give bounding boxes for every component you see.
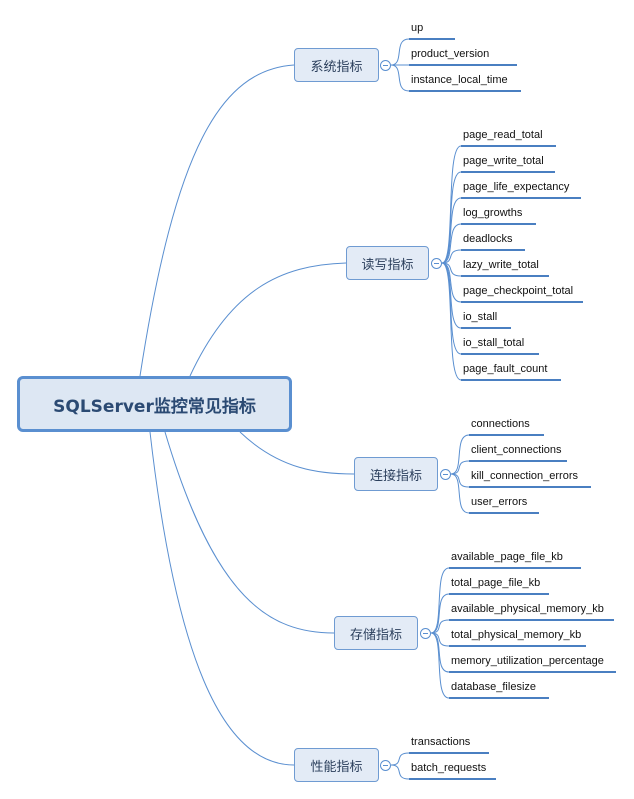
leaf-node[interactable]: total_physical_memory_kb: [449, 627, 586, 647]
leaf-link-storage: [430, 619, 450, 634]
leaf-node[interactable]: up: [409, 20, 455, 40]
root-link-read-write: [189, 262, 347, 377]
leaf-node[interactable]: batch_requests: [409, 760, 496, 780]
leaf-link-performance: [390, 764, 410, 780]
leaf-node[interactable]: available_page_file_kb: [449, 549, 581, 569]
leaf-link-read-write: [441, 145, 462, 264]
collapse-toggle-icon[interactable]: [380, 760, 391, 771]
collapse-toggle-icon[interactable]: [380, 60, 391, 71]
category-storage-metrics[interactable]: 存储指标: [334, 616, 418, 650]
root-link-storage: [164, 431, 335, 634]
leaf-link-read-write: [441, 262, 462, 303]
leaf-link-system: [390, 38, 410, 66]
leaf-node[interactable]: lazy_write_total: [461, 257, 549, 277]
leaf-link-storage: [430, 632, 450, 673]
leaf-link-connection: [450, 434, 470, 475]
leaf-node[interactable]: total_page_file_kb: [449, 575, 549, 595]
leaf-link-storage: [430, 593, 450, 634]
root-link-performance: [149, 431, 295, 766]
leaf-node[interactable]: transactions: [409, 734, 489, 754]
leaf-node[interactable]: page_checkpoint_total: [461, 283, 583, 303]
root-link-connection: [239, 431, 355, 475]
category-read-write-metrics[interactable]: 读写指标: [346, 246, 429, 280]
leaf-link-connection: [450, 473, 470, 488]
leaf-link-storage: [430, 632, 450, 647]
leaf-node[interactable]: deadlocks: [461, 231, 525, 251]
leaf-node[interactable]: page_fault_count: [461, 361, 561, 381]
leaf-link-read-write: [441, 197, 462, 264]
root-node[interactable]: SQLServer监控常见指标: [17, 376, 292, 432]
collapse-toggle-icon[interactable]: [440, 469, 451, 480]
leaf-link-read-write: [441, 262, 462, 381]
leaf-node[interactable]: product_version: [409, 46, 517, 66]
leaf-node[interactable]: connections: [469, 416, 544, 436]
leaf-link-connection: [450, 460, 470, 475]
category-connection-metrics[interactable]: 连接指标: [354, 457, 438, 491]
leaf-node[interactable]: io_stall: [461, 309, 511, 329]
leaf-node[interactable]: available_physical_memory_kb: [449, 601, 614, 621]
leaf-node[interactable]: database_filesize: [449, 679, 549, 699]
leaf-node[interactable]: memory_utilization_percentage: [449, 653, 616, 673]
leaf-node[interactable]: page_read_total: [461, 127, 556, 147]
collapse-toggle-icon[interactable]: [420, 628, 431, 639]
leaf-link-connection: [450, 473, 470, 514]
leaf-link-storage: [430, 632, 450, 699]
leaf-node[interactable]: page_write_total: [461, 153, 555, 173]
category-performance-metrics[interactable]: 性能指标: [294, 748, 379, 782]
leaf-link-performance: [390, 752, 410, 766]
leaf-node[interactable]: page_life_expectancy: [461, 179, 581, 199]
leaf-link-read-write: [441, 223, 462, 264]
leaf-node[interactable]: user_errors: [469, 494, 539, 514]
leaf-link-read-write: [441, 171, 462, 264]
leaf-link-system: [390, 64, 410, 92]
leaf-node[interactable]: log_growths: [461, 205, 536, 225]
leaf-node[interactable]: kill_connection_errors: [469, 468, 591, 488]
leaf-node[interactable]: instance_local_time: [409, 72, 521, 92]
collapse-toggle-icon[interactable]: [431, 258, 442, 269]
leaf-link-storage: [430, 567, 450, 634]
leaf-link-read-write: [441, 249, 462, 264]
root-link-system: [139, 64, 295, 377]
leaf-node[interactable]: io_stall_total: [461, 335, 539, 355]
category-system-metrics[interactable]: 系统指标: [294, 48, 379, 82]
leaf-node[interactable]: client_connections: [469, 442, 567, 462]
